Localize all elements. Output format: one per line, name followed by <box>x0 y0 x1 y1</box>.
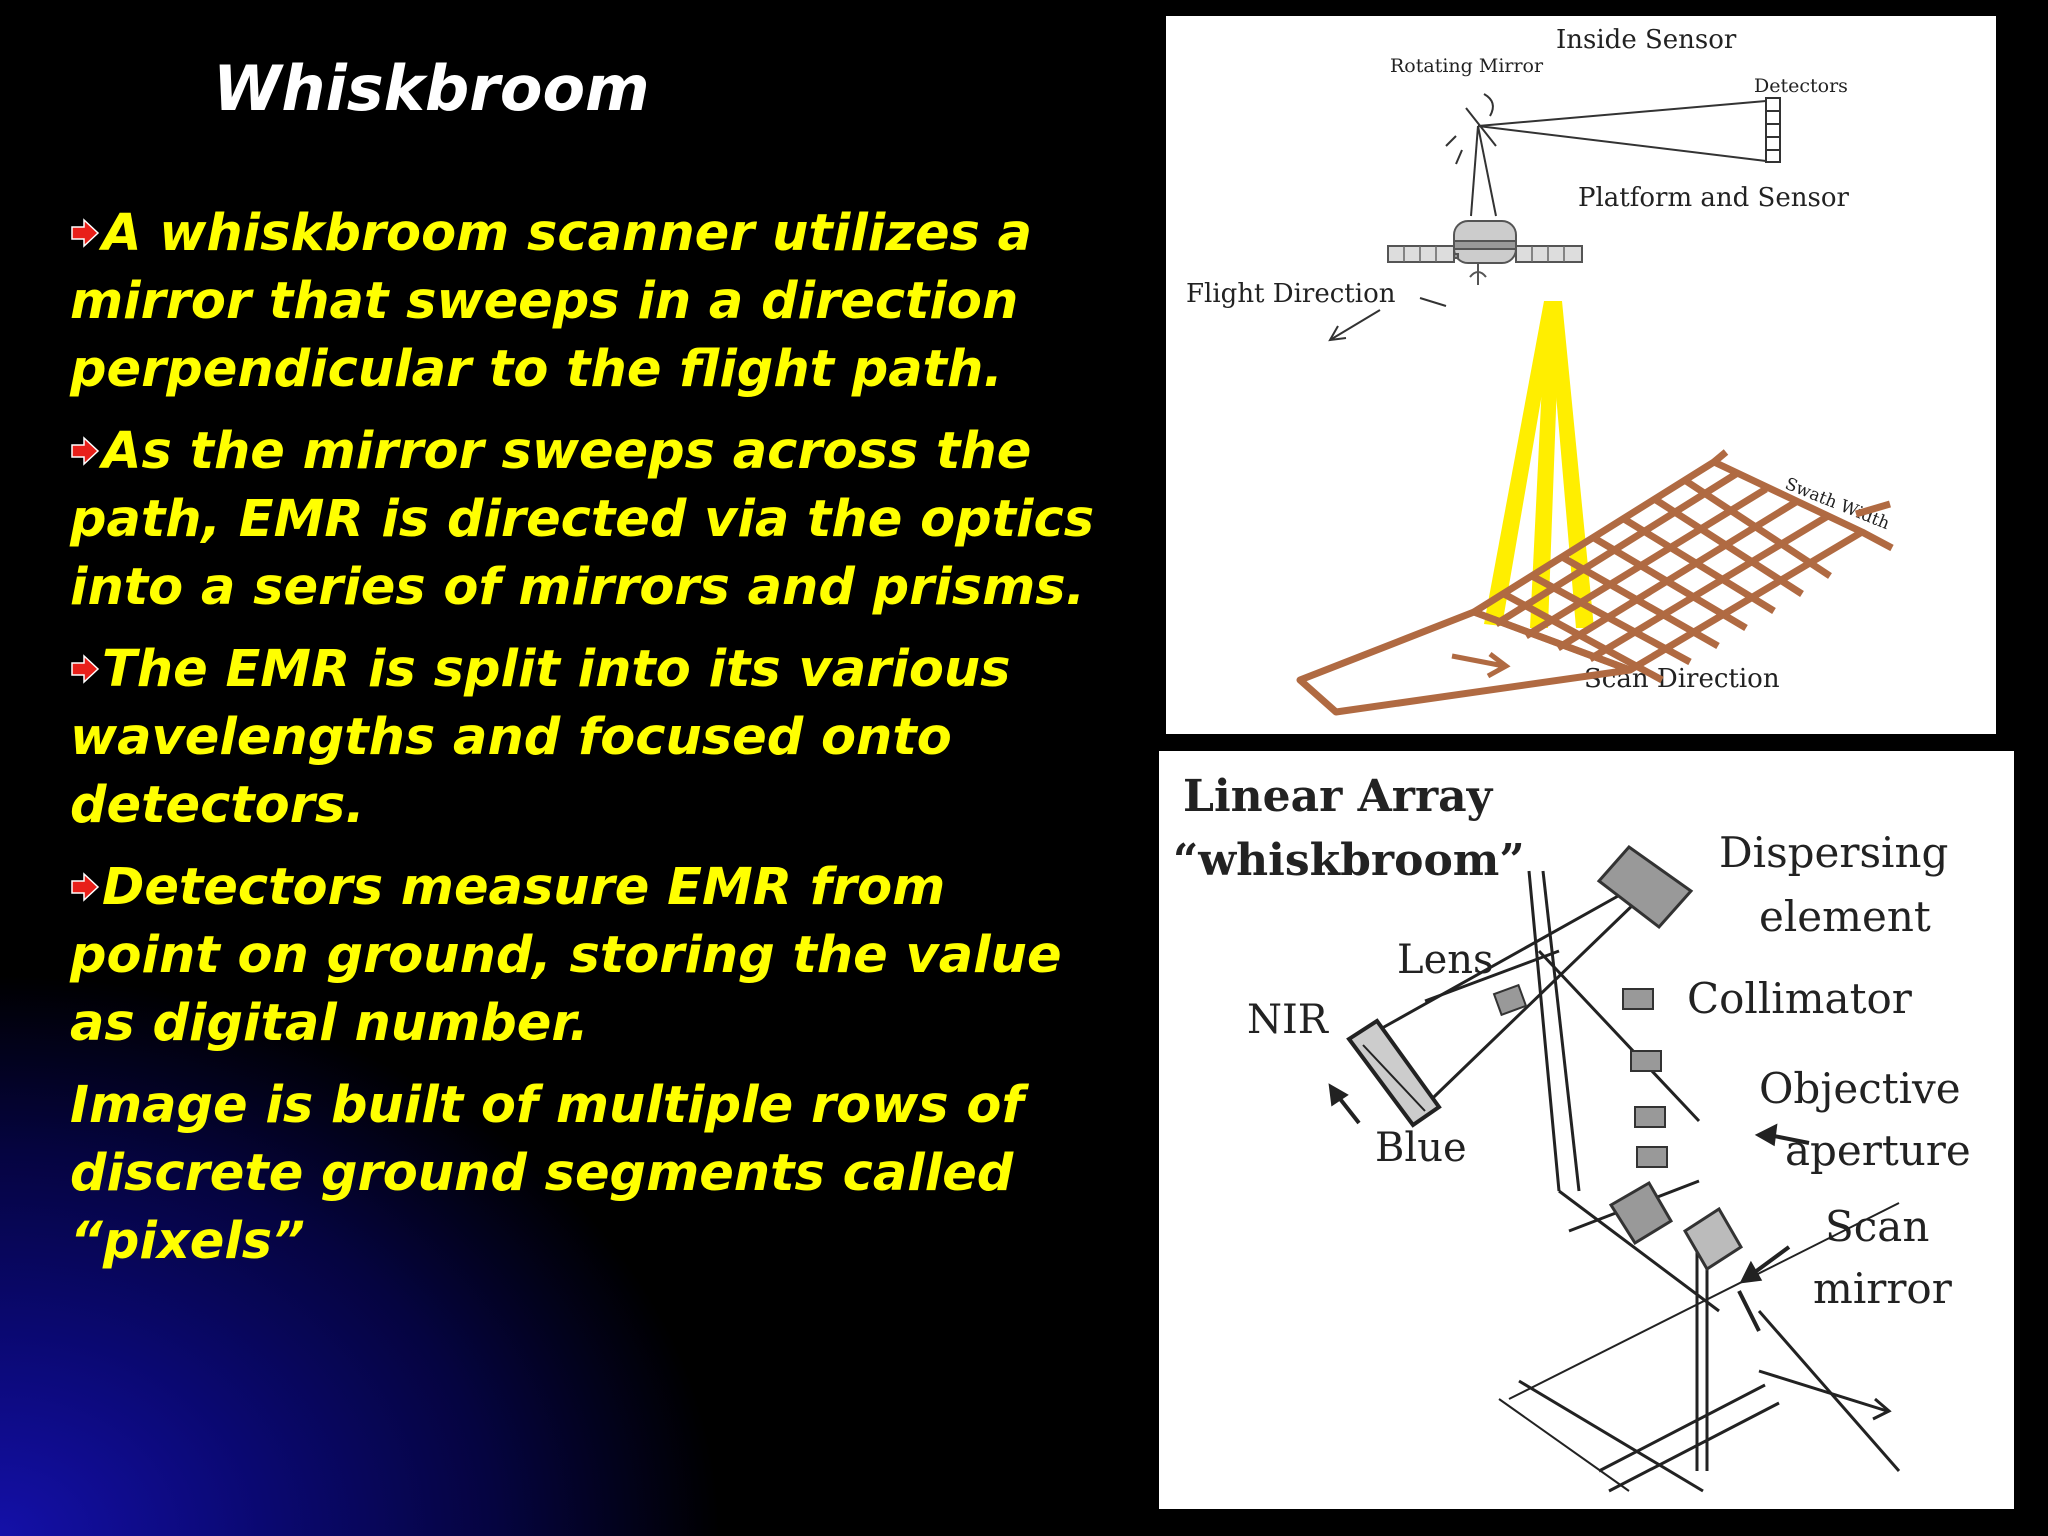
bullet-text: Detectors measure EMR from point on grou… <box>70 858 1062 1053</box>
detector-array-icon <box>1765 97 1781 163</box>
linear-array-diagram-svg: Linear Array “whiskbroom” Dispersing ele… <box>1173 771 1971 1493</box>
blue-label: Blue <box>1375 1125 1467 1171</box>
rotating-mirror-label: Rotating Mirror <box>1390 55 1544 77</box>
scan-direction-arrow-icon <box>1451 652 1511 679</box>
detector-array-icon <box>1346 1018 1442 1128</box>
whiskbroom-title: “whiskbroom” <box>1173 835 1525 886</box>
flight-direction-arrow-icon <box>1328 297 1447 342</box>
bullet-item: The EMR is split into its various wavele… <box>70 636 1110 840</box>
red-arrow-bullet-icon <box>71 654 100 684</box>
bullet-text: Image is built of multiple rows of discr… <box>70 1076 1024 1271</box>
bullet-text: The EMR is split into its various wavele… <box>70 640 1011 835</box>
bullet-item: As the mirror sweeps across the path, EM… <box>70 418 1110 622</box>
bullet-text: As the mirror sweeps across the path, EM… <box>70 422 1095 617</box>
flight-direction-label: Flight Direction <box>1186 279 1396 309</box>
lens-label: Lens <box>1397 937 1494 983</box>
scan-mirror-icon <box>1608 1180 1744 1272</box>
red-arrow-bullet-icon <box>71 218 100 248</box>
rotating-mirror-icon <box>1445 93 1767 217</box>
scan-direction-label: Scan Direction <box>1584 664 1780 694</box>
red-arrow-bullet-icon <box>71 872 100 902</box>
whiskbroom-scanner-diagram: Inside Sensor Rotating Mirror Detectors … <box>1166 16 1996 734</box>
collimator-icon <box>1622 988 1668 1168</box>
optical-path <box>1358 870 1720 1471</box>
ground-strip <box>1498 1202 1901 1493</box>
linear-array-title: Linear Array <box>1183 771 1494 822</box>
bullet-list: A whiskbroom scanner utilizes a mirror t… <box>70 200 1110 1290</box>
satellite-platform-icon <box>1387 220 1583 285</box>
bullet-item: A whiskbroom scanner utilizes a mirror t… <box>70 200 1110 404</box>
inside-sensor-label: Inside Sensor <box>1556 25 1737 55</box>
bullet-item: Detectors measure EMR from point on grou… <box>70 854 1110 1058</box>
linear-array-whiskbroom-diagram: Linear Array “whiskbroom” Dispersing ele… <box>1159 751 2014 1509</box>
detectors-label: Detectors <box>1754 75 1848 97</box>
platform-sensor-label: Platform and Sensor <box>1578 183 1849 213</box>
collimator-label: Collimator <box>1687 974 1913 1023</box>
scan-label: Scan <box>1825 1202 1929 1251</box>
dispersing-element-icon <box>1596 844 1694 930</box>
pointer-arrows-icon <box>1328 1083 1810 1332</box>
aperture-label: aperture <box>1785 1126 1971 1175</box>
scanner-diagram-svg: Inside Sensor Rotating Mirror Detectors … <box>1186 25 1894 716</box>
mirror-label: mirror <box>1813 1264 1953 1313</box>
nir-label: NIR <box>1247 997 1330 1043</box>
bullet-item-no-arrow: Image is built of multiple rows of discr… <box>70 1072 1110 1276</box>
ground-swath-grid <box>1296 449 1894 716</box>
bullet-text: A whiskbroom scanner utilizes a mirror t… <box>70 204 1033 399</box>
slide-title: Whiskbroom <box>213 52 650 125</box>
dispersing-label: Dispersing <box>1719 828 1948 877</box>
lens-icon <box>1492 983 1528 1017</box>
objective-label: Objective <box>1759 1064 1961 1113</box>
element-label: element <box>1759 892 1931 941</box>
red-arrow-bullet-icon <box>71 436 100 466</box>
